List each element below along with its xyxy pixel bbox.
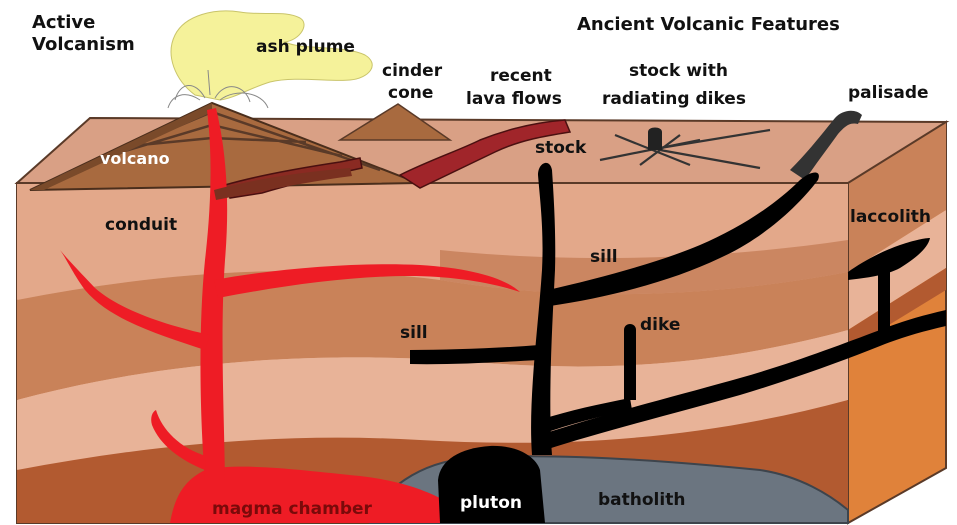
label-conduit: conduit (105, 215, 177, 235)
label-cinder-line2: cone (388, 83, 433, 103)
label-laccolith: laccolith (850, 207, 931, 227)
label-active-line2: Volcanism (32, 34, 135, 55)
label-volcano: volcano (100, 149, 170, 168)
label-stock-dikes-line1: stock with (629, 61, 728, 81)
label-stock: stock (535, 138, 587, 158)
label-pluton: pluton (460, 493, 522, 513)
label-lava-line2: lava flows (466, 89, 562, 109)
label-cinder-line1: cinder (382, 61, 443, 81)
label-sill-upper: sill (590, 247, 618, 267)
label-dike: dike (640, 315, 680, 335)
label-palisade: palisade (848, 83, 929, 103)
dike (624, 324, 636, 400)
label-sill-lower: sill (400, 323, 428, 343)
label-magma-chamber: magma chamber (212, 499, 373, 519)
label-stock-dikes-line2: radiating dikes (602, 89, 746, 109)
label-batholith: batholith (598, 490, 685, 510)
surface-stock-plug (648, 128, 662, 151)
laccolith-feeder (878, 272, 890, 345)
label-lava-line1: recent (490, 66, 552, 86)
label-active-line1: Active (32, 12, 95, 33)
label-ash-plume: ash plume (256, 37, 355, 57)
label-ancient-features: Ancient Volcanic Features (577, 14, 840, 35)
